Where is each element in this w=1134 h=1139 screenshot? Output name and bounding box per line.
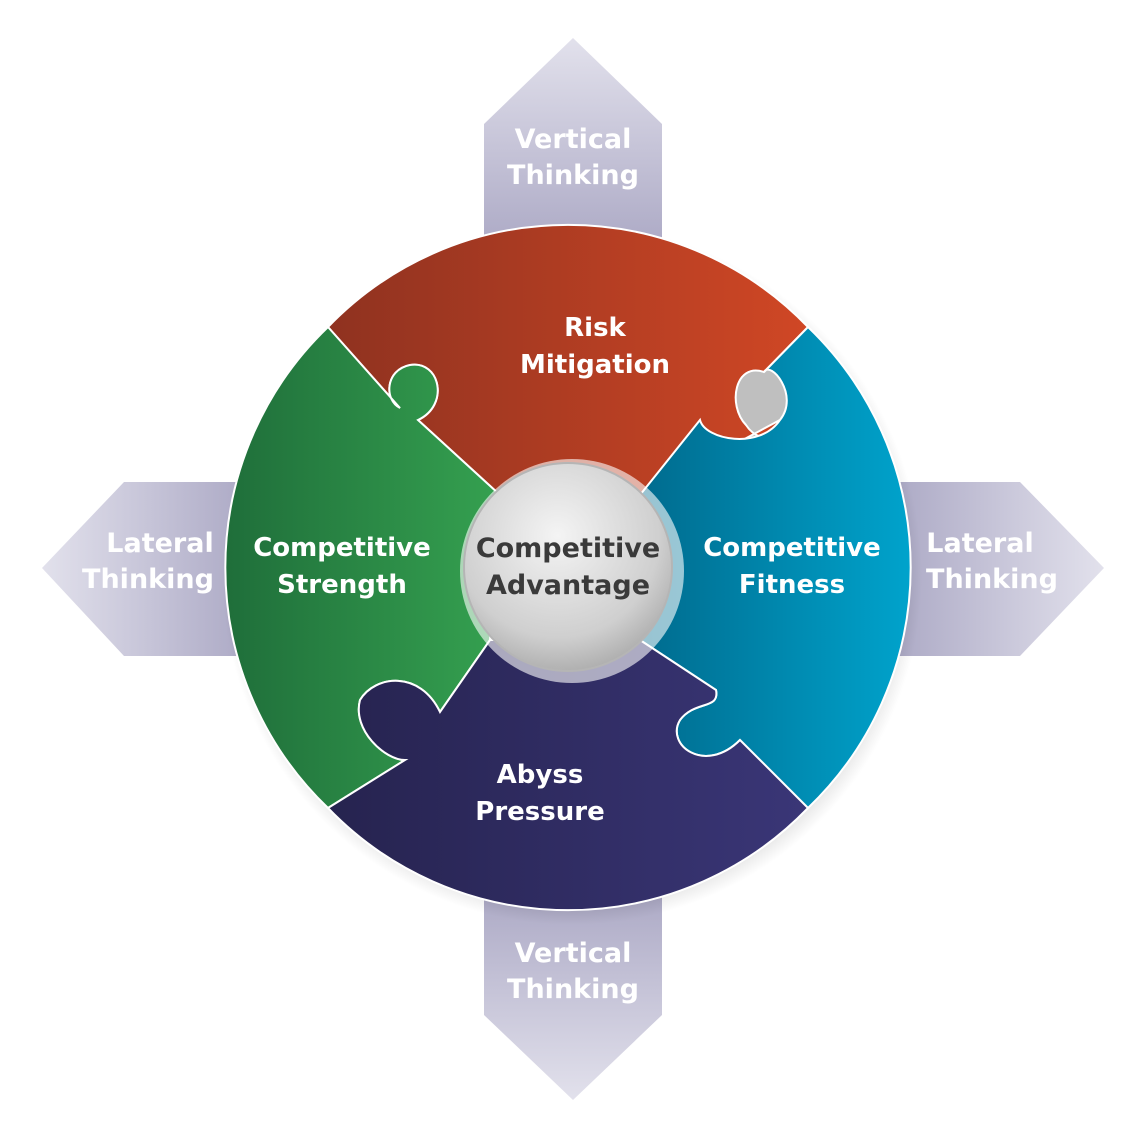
risk-label-line1: Risk: [564, 313, 626, 343]
arrow-left-line1: Lateral: [106, 528, 213, 559]
arrow-right-line2: Thinking: [926, 564, 1058, 595]
arrow-top: [484, 38, 662, 260]
piece-abyss-pressure: [326, 639, 810, 912]
abyss-label-line1: Abyss: [497, 760, 584, 790]
abyss-label-line2: Pressure: [475, 797, 604, 827]
center-circle: [463, 462, 673, 672]
arrow-top-line1: Vertical: [515, 124, 632, 155]
center-label-line2: Advantage: [486, 570, 650, 601]
risk-label-line2: Mitigation: [520, 350, 670, 380]
arrow-right: [880, 482, 1104, 656]
arrow-top-line2: Thinking: [507, 160, 639, 191]
strength-label-line1: Competitive: [253, 533, 431, 563]
strength-label-line2: Strength: [277, 570, 407, 600]
arrow-right-line1: Lateral: [926, 528, 1033, 559]
arrow-bottom-line1: Vertical: [515, 938, 632, 969]
fitness-label-line1: Competitive: [703, 533, 881, 563]
arrow-left-line2: Thinking: [82, 564, 214, 595]
center-label-line1: Competitive: [476, 533, 660, 564]
arrow-bottom-line2: Thinking: [507, 974, 639, 1005]
arrow-left: [42, 482, 260, 656]
fitness-label-line2: Fitness: [739, 570, 845, 600]
arrow-bottom: [484, 880, 662, 1100]
